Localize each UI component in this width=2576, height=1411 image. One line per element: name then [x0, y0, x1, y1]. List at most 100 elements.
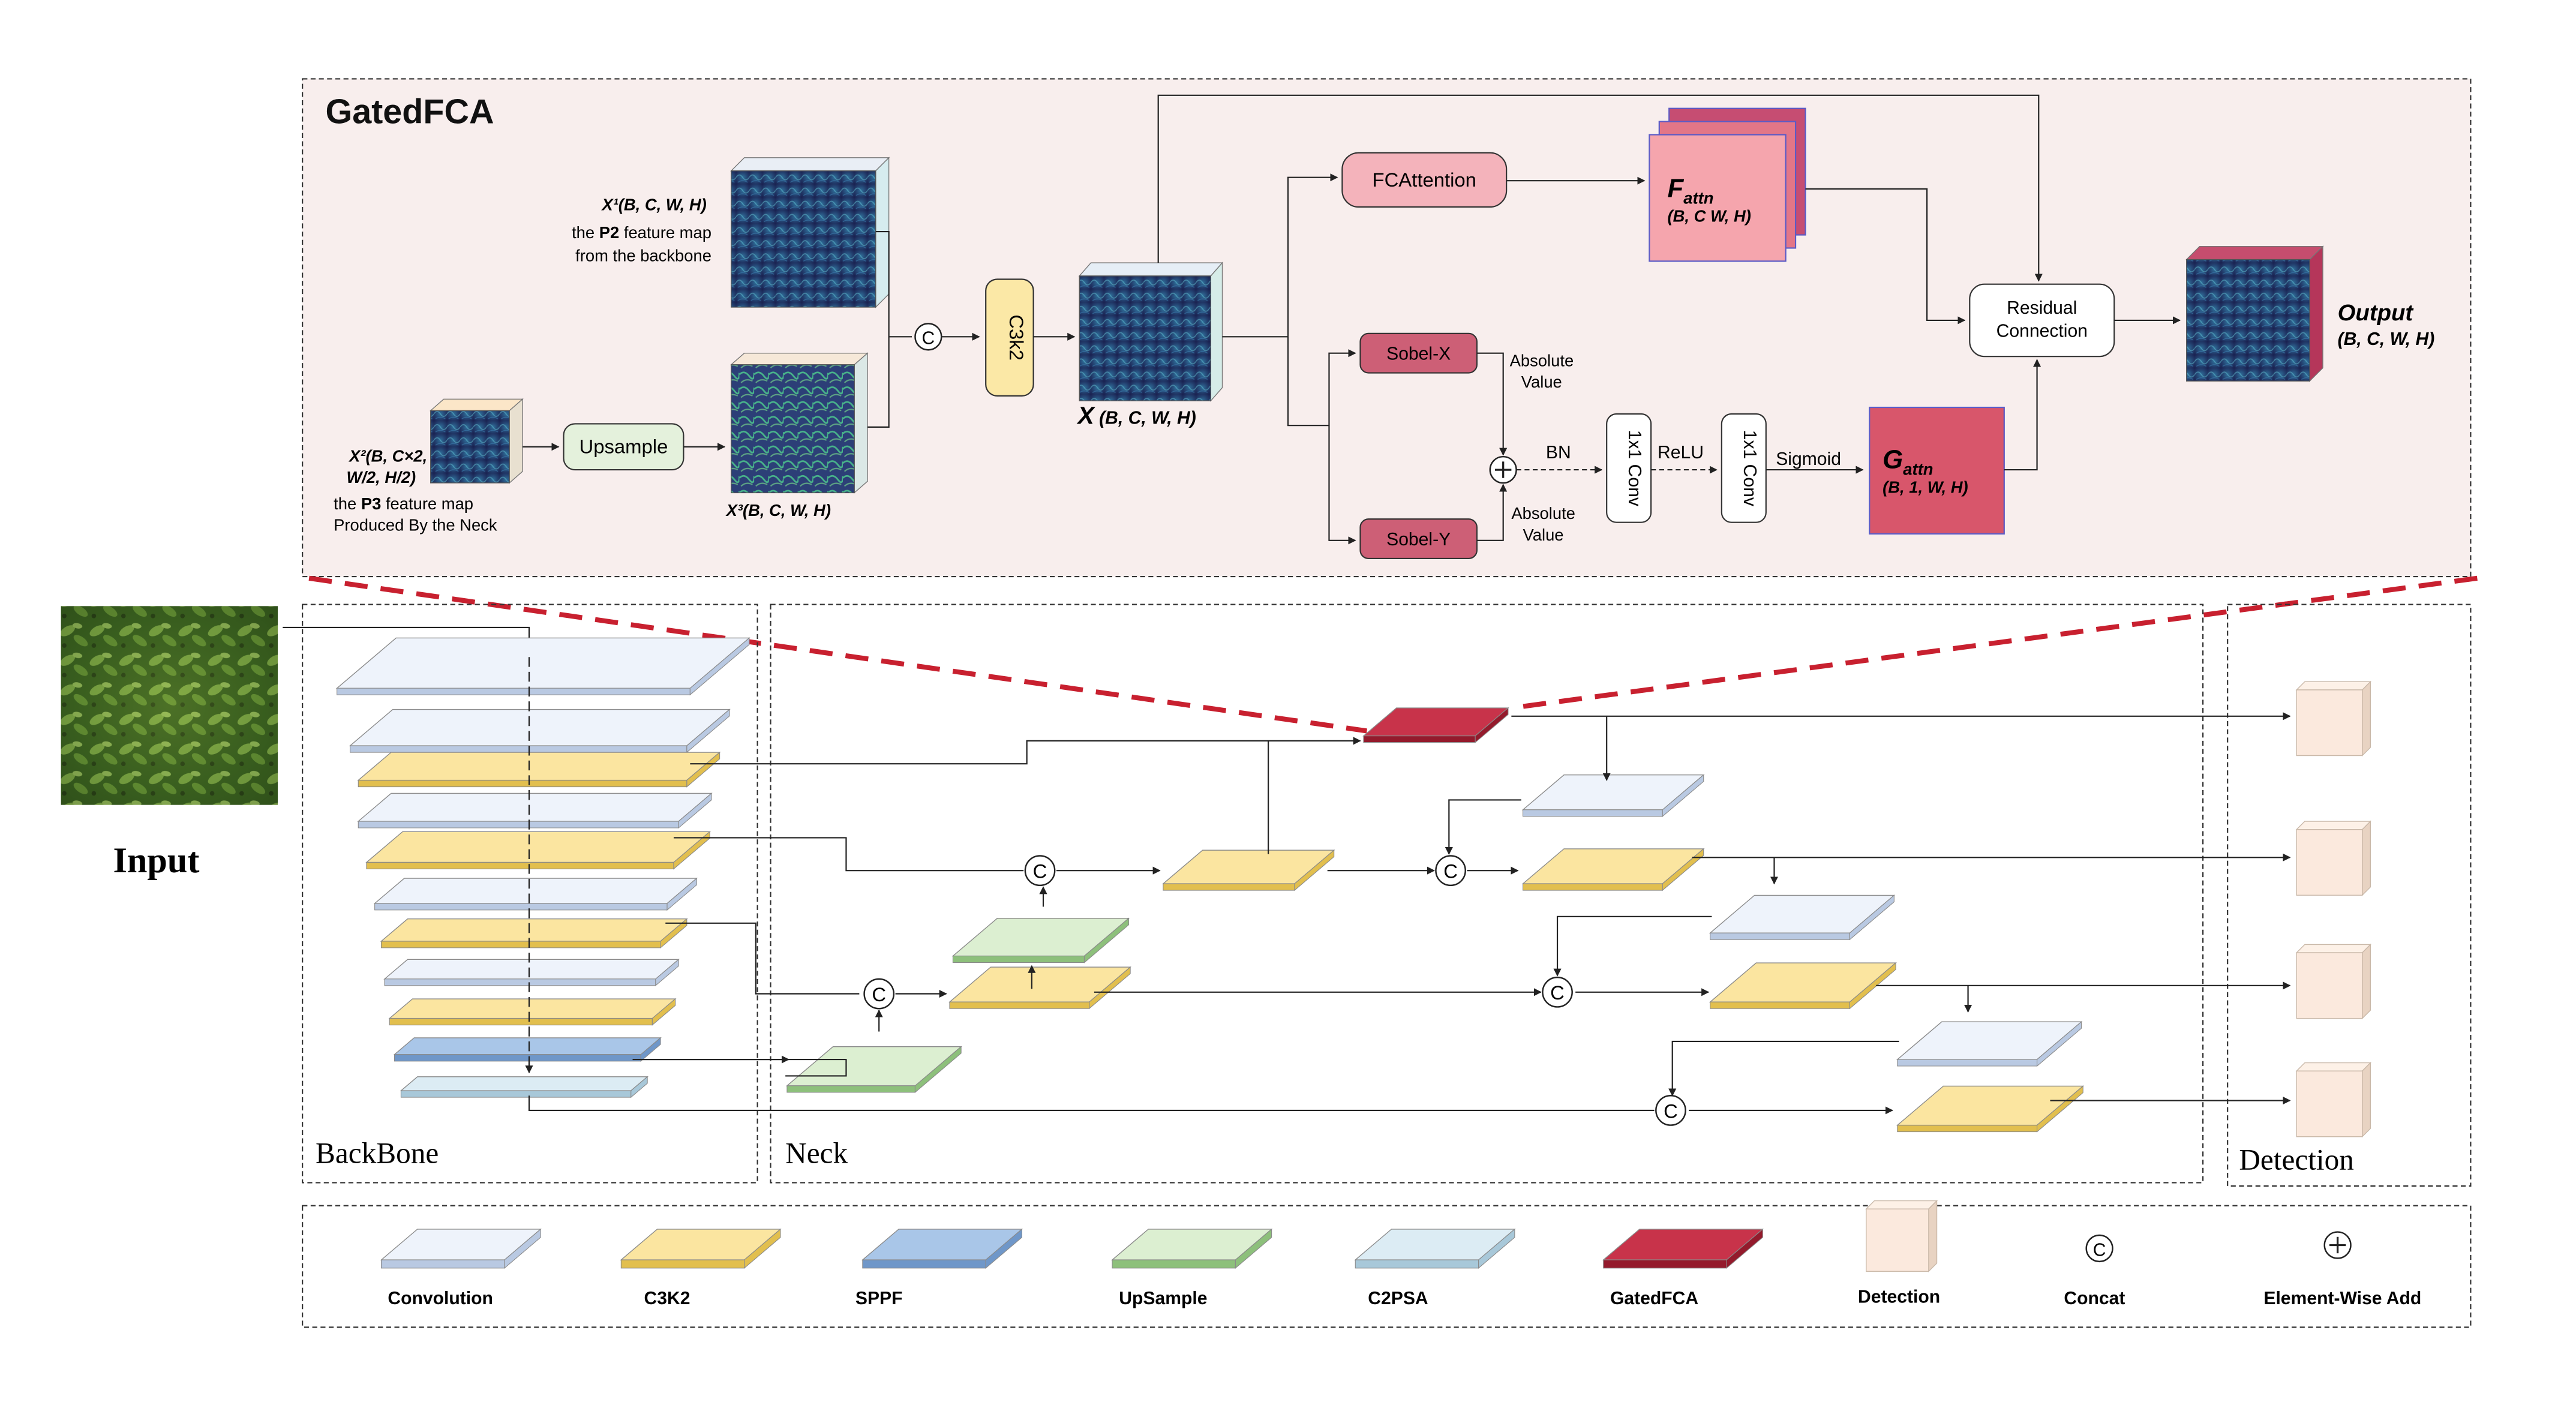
backbone-layer-sppf	[393, 1037, 662, 1062]
abs-value-2-line2: Value	[1523, 526, 1564, 544]
legend-concat-icon	[2085, 1234, 2113, 1263]
sobel-x-label: Sobel-X	[1386, 344, 1451, 364]
zoom-line-right	[1511, 575, 2478, 711]
connection-lines	[528, 712, 2291, 1115]
legend-icon-upsample	[1111, 1228, 1273, 1269]
fattn-dims: (B, C W, H)	[1667, 207, 1751, 226]
fcattention-block	[1341, 152, 1508, 208]
gattn-dims: (B, 1, W, H)	[1883, 478, 1968, 496]
neck-upsample-mid	[951, 917, 1130, 963]
detection-head	[2295, 680, 2372, 757]
bn-label: BN	[1546, 443, 1571, 463]
backbone-layer-convolution	[373, 877, 698, 911]
legend-label-detection: Detection	[1858, 1287, 1940, 1307]
x-label: X(B, C, W, H)	[1077, 401, 1196, 429]
x2-desc: the P3 feature map	[334, 494, 473, 513]
fcattention-block-label: FCAttention	[1373, 169, 1476, 191]
neck-section	[770, 604, 2204, 1184]
neck-c3k2-low	[948, 966, 1132, 1010]
x1-feature-cube	[730, 157, 890, 308]
gattn-block	[1869, 406, 2005, 535]
x2-label-line2: W/2, H/2)	[346, 468, 416, 487]
output-dims: (B, C, W, H)	[2338, 329, 2435, 349]
legend-icon-sppf	[861, 1228, 1023, 1269]
backbone-layer-convolution	[357, 792, 713, 829]
conv1x1-block-1	[1606, 413, 1652, 523]
residual-connection-block	[1969, 283, 2115, 358]
x1-desc-line2: from the backbone	[575, 246, 711, 265]
legend-icon-c3k2	[620, 1228, 782, 1269]
legend-icon-gatedfca	[1602, 1228, 1764, 1269]
detection-section	[2227, 604, 2472, 1187]
gattn-label: Gattn	[1883, 445, 1933, 478]
x2-feature-cube	[429, 398, 524, 484]
concat-node: C	[863, 978, 895, 1010]
gatedfca-title: GatedFCA	[325, 92, 494, 131]
neck-conv-right-2	[1709, 894, 1896, 941]
concat-node: C	[1435, 855, 1466, 887]
x-feature-cube	[1078, 262, 1223, 402]
output-feature-cube	[2185, 245, 2324, 382]
backbone-layer-c3k2	[357, 751, 721, 788]
c3k2-block	[985, 278, 1034, 397]
x1-desc: the P2 feature map	[572, 223, 711, 242]
backbone-section	[302, 604, 758, 1184]
x2-desc-line2: Produced By the Neck	[334, 515, 497, 534]
conv1x1-block-2-label: 1x1 Conv	[1740, 430, 1760, 506]
conv1x1-block-2	[1721, 413, 1767, 523]
upsample-block-label: Upsample	[580, 436, 668, 458]
legend-icon-convolution	[380, 1228, 542, 1269]
sobel-y-label: Sobel-Y	[1386, 530, 1451, 550]
legend-icon-detection	[1865, 1199, 1938, 1272]
plus-icon	[1494, 461, 1512, 478]
fattn-label: Fattn	[1667, 174, 1713, 208]
backbone-layer-convolution	[349, 708, 731, 753]
residual-line2: Connection	[1996, 321, 2088, 341]
plus-icon	[2329, 1236, 2346, 1254]
x3-feature-cube	[729, 352, 869, 494]
backbone-layer-c3k2	[365, 831, 711, 870]
abs-value-2-line1: Absolute	[1511, 504, 1575, 523]
svg-text:C: C	[1664, 1100, 1678, 1122]
neck-c3k2-right-1	[1521, 848, 1705, 891]
sigmoid-label: Sigmoid	[1776, 449, 1841, 469]
backbone-layer-convolution	[335, 637, 750, 696]
svg-text:C: C	[1443, 860, 1458, 882]
output-label: Output	[2338, 300, 2415, 326]
svg-text:C: C	[1550, 981, 1565, 1004]
svg-text:C: C	[1033, 860, 1047, 882]
concat-node-top-symbol: C	[921, 329, 935, 349]
concat-node: C	[1024, 855, 1056, 887]
legend-label-sppf: SPPF	[855, 1289, 903, 1308]
detection-head	[2295, 1061, 2372, 1138]
legend-label-upsample: UpSample	[1119, 1289, 1207, 1308]
backbone-layer-c3k2	[388, 998, 677, 1026]
legend-label-c3k2: C3K2	[644, 1289, 690, 1308]
backbone-layer-c2psa	[400, 1076, 649, 1098]
legend-label-gatedfca: GatedFCA	[1610, 1289, 1698, 1308]
conv1x1-block-1-label: 1x1 Conv	[1625, 430, 1644, 506]
relu-label: ReLU	[1658, 443, 1704, 463]
input-label: Input	[113, 840, 199, 881]
neck-conv-right-3	[1896, 1021, 2083, 1067]
abs-value-1-line1: Absolute	[1510, 352, 1574, 370]
legend-label-c2psa: C2PSA	[1368, 1289, 1428, 1308]
x2-label-line1: X²(B, C×2,	[348, 446, 427, 465]
sobel-y-block	[1359, 518, 1478, 560]
neck-conv-right-1	[1521, 774, 1705, 818]
backbone-layer-convolution	[383, 959, 680, 987]
x1-label: X¹(B, C, W, H)	[601, 195, 706, 214]
neck-label: Neck	[785, 1137, 848, 1170]
abs-value-1-line2: Value	[1521, 373, 1562, 391]
svg-text:C: C	[872, 983, 886, 1005]
neck-c3k2-right-2	[1709, 962, 1897, 1010]
legend-add-label: Element-Wise Add	[2263, 1289, 2421, 1308]
concat-node: C	[1655, 1095, 1686, 1126]
backbone-label: BackBone	[316, 1137, 439, 1170]
neck-c3k2-mid	[1162, 849, 1335, 891]
neck-c3k2-right-3	[1896, 1085, 2085, 1133]
svg-text:C: C	[2093, 1240, 2106, 1260]
legend-icon-c2psa	[1354, 1228, 1516, 1269]
c3k2-block-label: C3k2	[1005, 314, 1028, 361]
